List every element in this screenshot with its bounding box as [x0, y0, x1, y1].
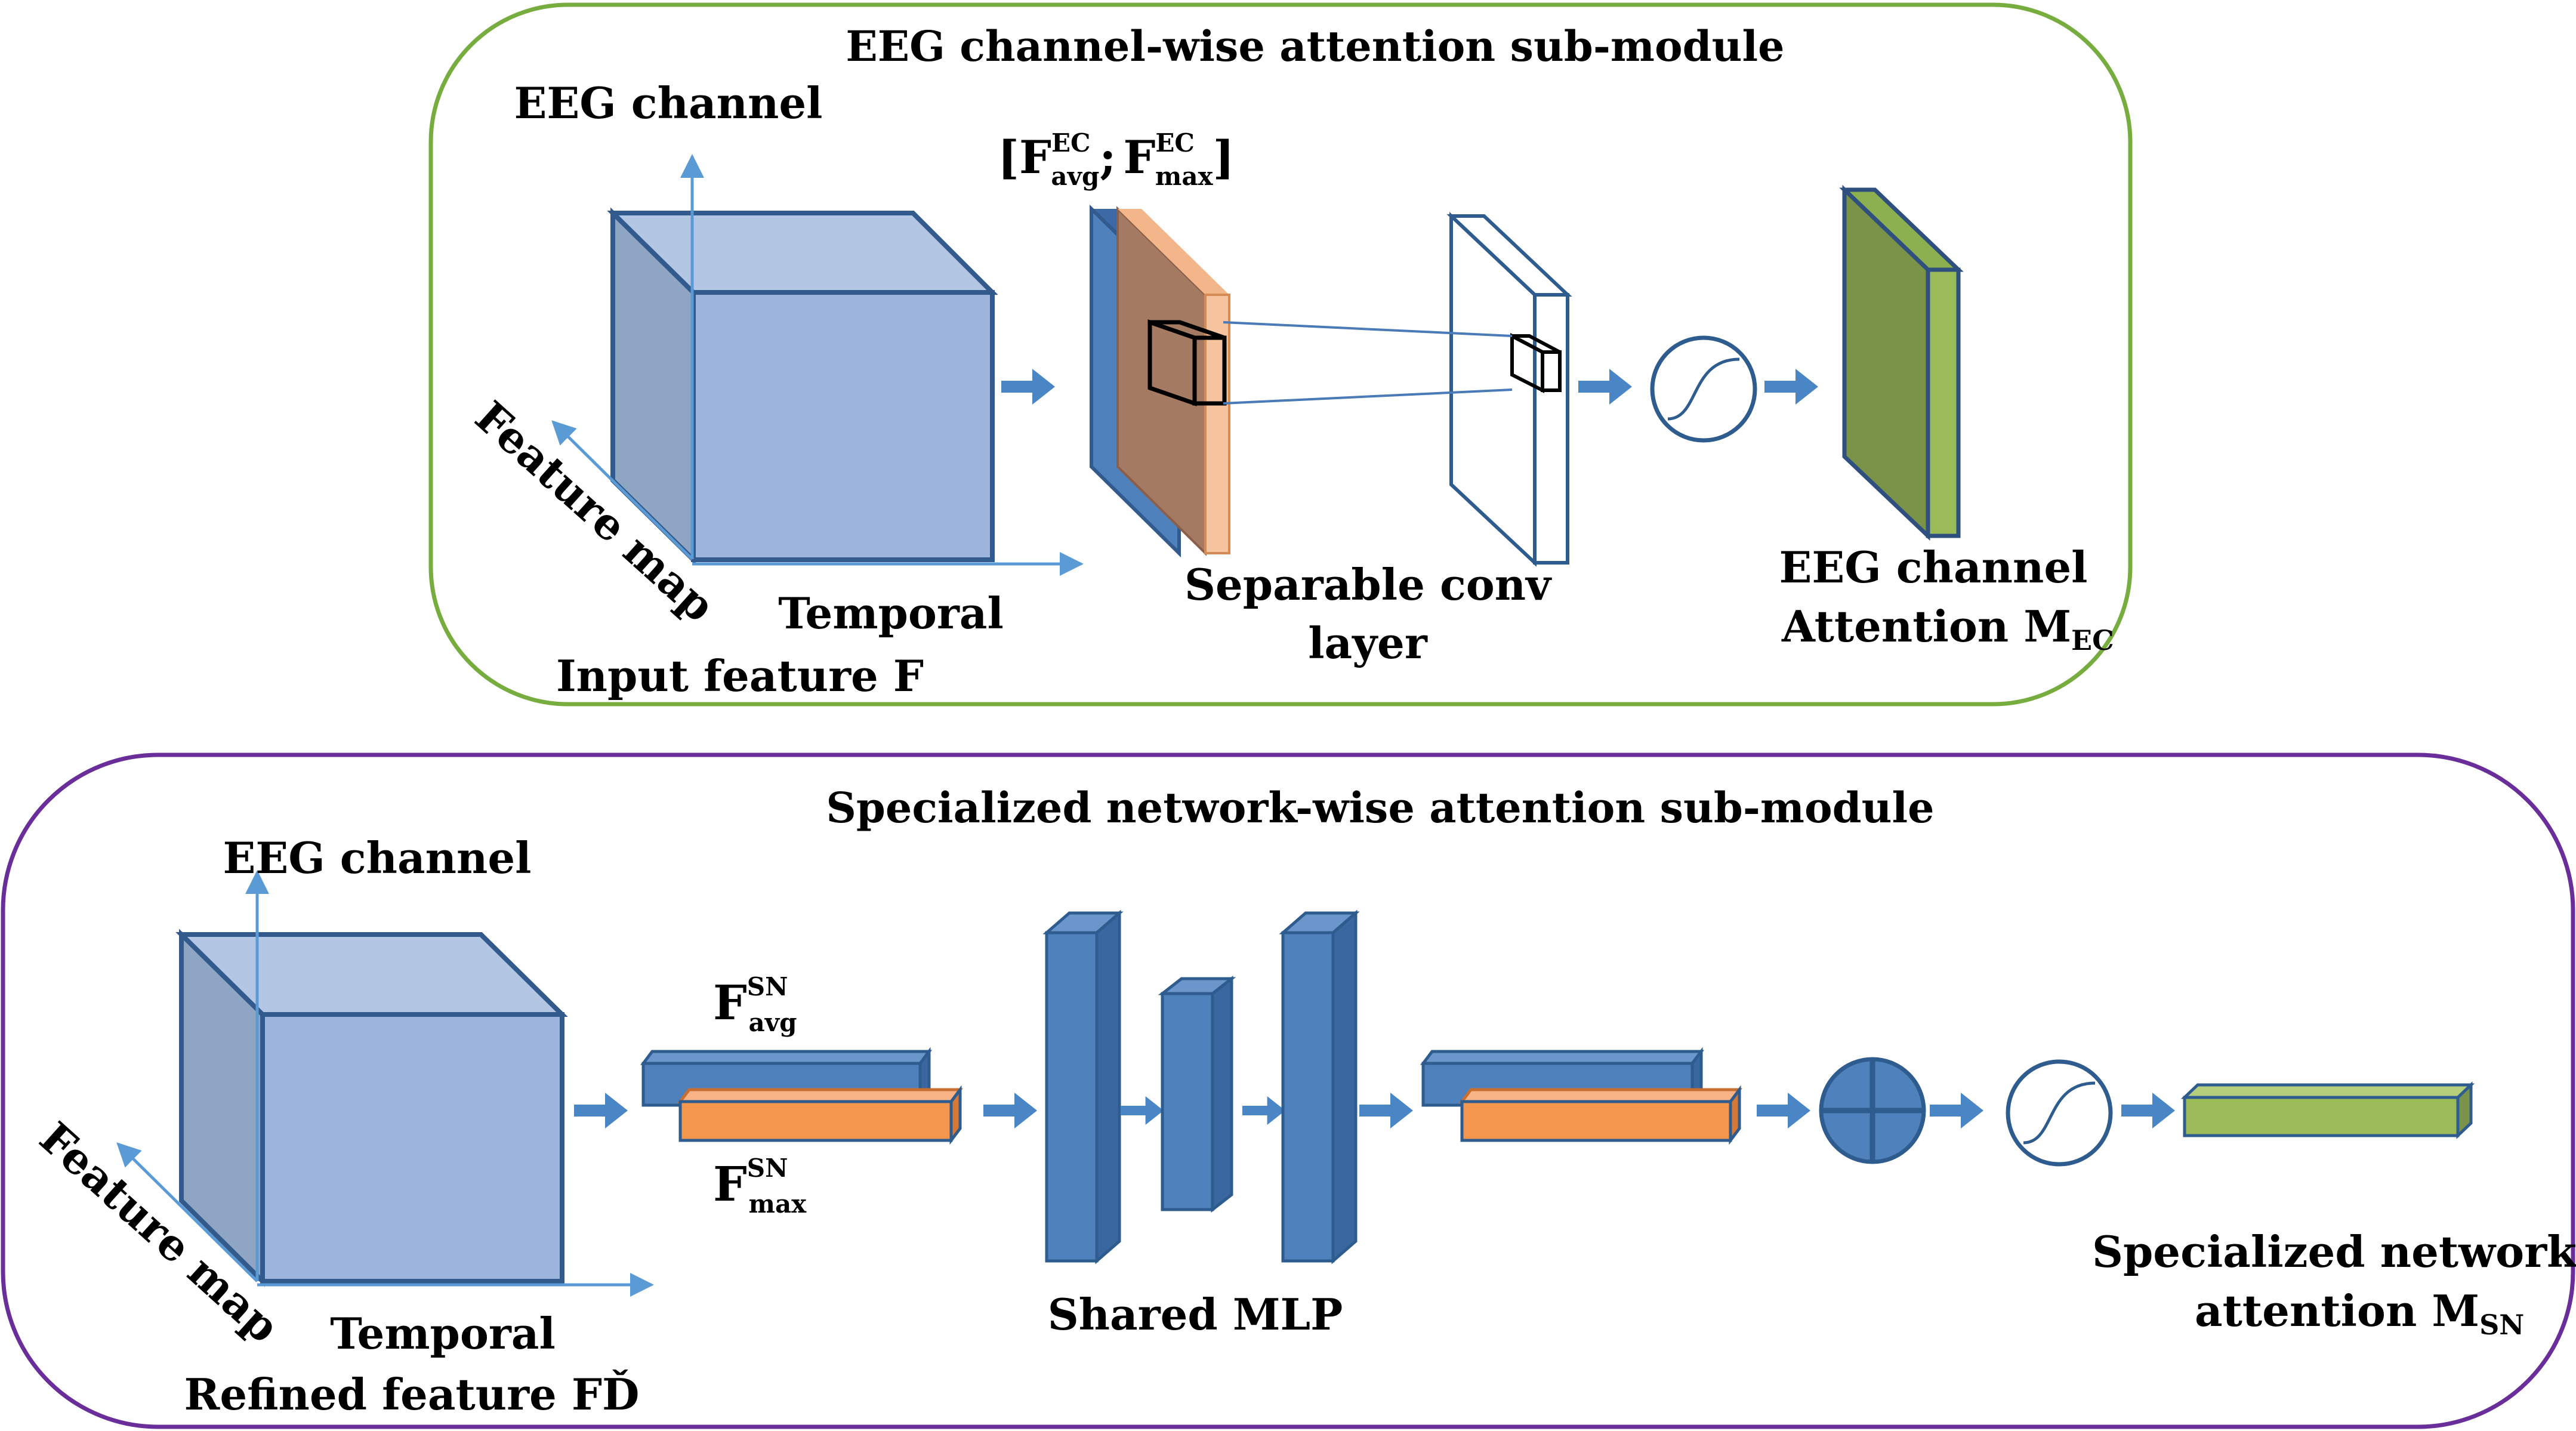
bottom-input-label: Refined feature FĎ	[184, 1369, 640, 1420]
bottom-module-title: Specialized network-wise attention sub-m…	[826, 783, 1934, 832]
bottom-module: Specialized network-wise attention sub-m…	[1, 752, 2576, 1429]
bottom-input-cube	[175, 929, 568, 1287]
top-input-cube	[607, 207, 998, 566]
top-module: EEG channel-wise attention sub-module EE…	[428, 2, 2133, 707]
top-output-label-1: EEG channel	[1779, 542, 2087, 593]
top-proj-line-1	[1223, 321, 1513, 337]
top-conv-layer	[1446, 212, 1572, 567]
top-proj-line-2	[1223, 388, 1513, 405]
top-conv-label-2: layer	[1308, 618, 1428, 668]
sigmoid-icon	[1650, 335, 1757, 443]
bottom-axis-eeg-label: EEG channel	[223, 832, 531, 883]
mlp-layer-1	[1042, 909, 1124, 1265]
bottom-fmax-bar	[677, 1085, 963, 1145]
mlp-out-max-bar	[1459, 1085, 1742, 1145]
top-module-border	[428, 2, 2133, 707]
mlp-layer-3	[1279, 909, 1360, 1265]
top-output-label-2: Attention MEC	[1781, 601, 2114, 656]
sigmoid-icon	[2006, 1059, 2113, 1167]
top-arrow-3	[1764, 369, 1818, 405]
bottom-arrow-5	[1930, 1093, 1983, 1128]
top-pooled-maps	[1090, 204, 1230, 558]
bottom-axis-feature	[116, 1142, 258, 1282]
top-axis-feature	[551, 420, 693, 560]
mlp-arrow-2	[1242, 1096, 1285, 1125]
top-output-map	[1839, 184, 1964, 541]
bottom-arrow-2	[983, 1093, 1037, 1128]
plus-circle-icon	[1819, 1057, 1926, 1164]
mlp-layer-2	[1158, 975, 1236, 1213]
bottom-arrow-3	[1359, 1093, 1413, 1128]
bottom-arrow-4	[1757, 1093, 1810, 1128]
bottom-axis-temporal-label: Temporal	[330, 1308, 556, 1359]
bottom-output-label-2: attention MSN	[2195, 1285, 2524, 1341]
bottom-output-label-1: Specialized network	[2092, 1226, 2576, 1277]
bottom-module-border	[1, 752, 2575, 1429]
top-conv-label-1: Separable conv	[1184, 559, 1552, 610]
bottom-output-bar	[2180, 1081, 2475, 1139]
top-arrow-1	[1001, 369, 1055, 405]
top-axis-eeg-label: EEG channel	[514, 78, 822, 128]
top-input-label: Input feature F	[556, 650, 924, 701]
top-module-title: EEG channel-wise attention sub-module	[846, 21, 1784, 71]
bottom-arrow-6	[2121, 1093, 2175, 1128]
bottom-arrow-1	[574, 1093, 628, 1128]
top-arrow-2	[1578, 369, 1632, 405]
top-axis-temporal-label: Temporal	[778, 588, 1004, 639]
mlp-label: Shared MLP	[1048, 1289, 1343, 1340]
mlp-arrow-1	[1121, 1096, 1164, 1125]
